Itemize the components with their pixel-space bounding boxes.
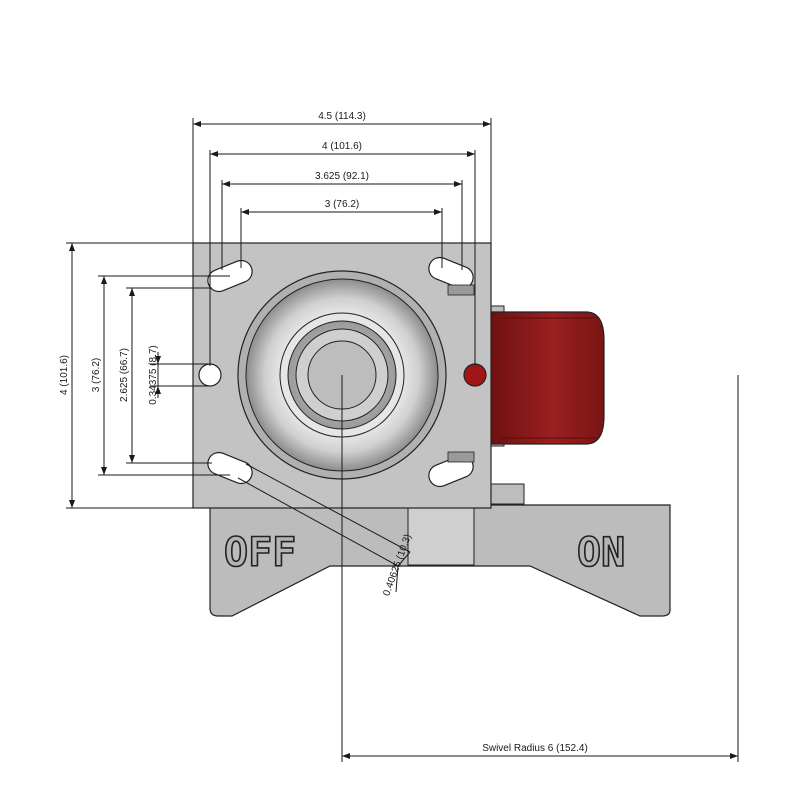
dim-width-3: 3 (76.2) <box>325 199 359 210</box>
wheel <box>487 305 605 447</box>
dim-height-overall: 4 (101.6) <box>59 355 70 395</box>
dim-slot-width: 0.34375 (8.7) <box>148 345 159 405</box>
dim-height-2625: 2.625 (66.7) <box>119 348 130 402</box>
dim-width-overall: 4.5 (114.3) <box>318 111 366 122</box>
brake-on-label[interactable]: ON <box>576 529 626 577</box>
mount-hole-left <box>198 363 222 387</box>
brake-off-label[interactable]: OFF <box>223 529 297 577</box>
dim-width-4: 4 (101.6) <box>322 141 362 152</box>
mount-hole-right <box>463 363 487 387</box>
brake-pedal: OFF ON <box>209 483 671 617</box>
mount-slot-bottom-right <box>428 451 475 488</box>
mount-slot-top-right <box>428 256 475 296</box>
dim-width-3625: 3.625 (92.1) <box>315 171 369 182</box>
dim-height-3: 3 (76.2) <box>91 358 102 392</box>
dimension-lines <box>66 118 739 762</box>
dim-swivel-radius: Swivel Radius 6 (152.4) <box>482 743 588 754</box>
mount-slot-bottom-left <box>207 451 253 485</box>
